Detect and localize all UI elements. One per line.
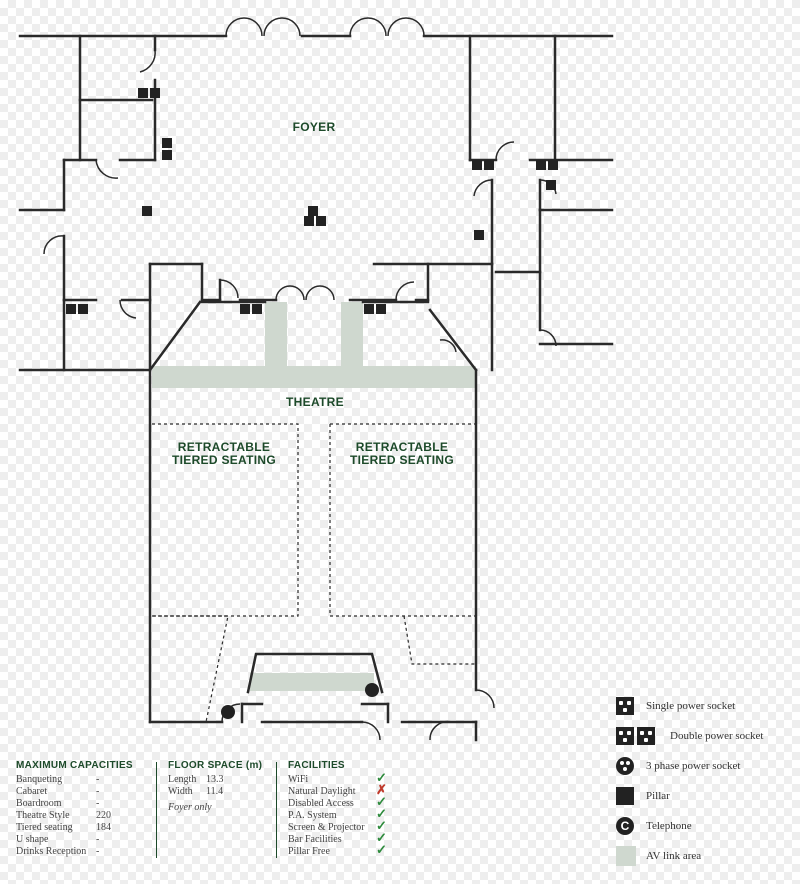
- room-label-seating-left: RETRACTABLE TIERED SEATING: [172, 440, 276, 467]
- double-socket: [66, 304, 88, 314]
- single-socket: [546, 180, 556, 190]
- legend-item: 3 phase power socket: [616, 756, 740, 776]
- facility-row: Screen & Projector✓: [288, 818, 387, 833]
- check-icon: ✓: [376, 806, 387, 821]
- capacity-row: U shape-: [16, 834, 100, 845]
- floor-note: Foyer only: [168, 802, 212, 813]
- walls: [18, 34, 614, 742]
- check-icon: ✓: [376, 818, 387, 833]
- legend-label: Pillar: [646, 790, 670, 802]
- double-socket: [240, 304, 262, 314]
- legend-label: Single power socket: [646, 700, 736, 712]
- check-icon: ✓: [376, 770, 387, 785]
- divider: [276, 762, 277, 858]
- check-icon: ✓: [376, 794, 387, 809]
- floor-space-title: FLOOR SPACE (m): [168, 760, 263, 771]
- double-socket: [536, 160, 558, 170]
- facility-row: P.A. System✓: [288, 806, 387, 821]
- legend-item: C Telephone: [616, 816, 692, 836]
- legend-item: Double power socket: [616, 726, 763, 746]
- room-label-seating-right: RETRACTABLE TIERED SEATING: [350, 440, 454, 467]
- double-socket: [364, 304, 386, 314]
- legend-item: AV link area: [616, 846, 701, 866]
- capacity-row: Cabaret-: [16, 786, 100, 797]
- divider: [156, 762, 157, 858]
- double-socket: [138, 88, 160, 98]
- capacity-row: Boardroom-: [16, 798, 100, 809]
- pillar: [142, 206, 152, 216]
- check-icon: ✓: [376, 830, 387, 845]
- capacity-row: Drinks Reception-: [16, 846, 100, 857]
- double-socket: [162, 138, 172, 160]
- capacities-panel: MAXIMUM CAPACITIES Banqueting- Cabaret- …: [16, 760, 146, 858]
- single-socket-icon: [616, 697, 634, 715]
- doors: [43, 17, 557, 741]
- double-socket: [472, 160, 494, 170]
- facility-row: Bar Facilities✓: [288, 830, 387, 845]
- telephone-icon: C: [616, 817, 634, 835]
- telephone: [365, 683, 379, 697]
- facility-row: Natural Daylight✗: [288, 782, 387, 797]
- facilities-panel: FACILITIES WiFi✓ Natural Daylight✗ Disab…: [288, 760, 398, 858]
- legend-label: AV link area: [646, 850, 702, 862]
- room-label-foyer: FOYER: [292, 120, 336, 134]
- legend-item: Pillar: [616, 786, 670, 806]
- facility-row: Disabled Access✓: [288, 794, 387, 809]
- cross-icon: ✗: [376, 782, 387, 797]
- pillar: [308, 206, 318, 216]
- three-phase-socket: [221, 705, 235, 719]
- av-link-icon: [616, 846, 636, 866]
- pillar: [474, 230, 484, 240]
- double-socket-icon: [616, 727, 634, 745]
- facility-row: WiFi✓: [288, 770, 387, 785]
- pillar-icon: [616, 787, 634, 805]
- double-socket: [304, 216, 326, 226]
- facilities-title: FACILITIES: [288, 760, 345, 771]
- legend-item: Single power socket: [616, 696, 735, 716]
- legend-label: Telephone: [646, 820, 692, 832]
- capacity-row: Banqueting-: [16, 774, 100, 785]
- fixtures: [66, 88, 558, 719]
- capacities-title: MAXIMUM CAPACITIES: [16, 760, 133, 771]
- three-phase-socket-icon: [616, 757, 634, 775]
- legend-label: Double power socket: [670, 730, 764, 742]
- check-icon: ✓: [376, 842, 387, 857]
- seating-outlines: [152, 423, 476, 723]
- facility-row: Pillar Free✓: [288, 842, 387, 857]
- room-label-theatre: THEATRE: [286, 395, 344, 409]
- legend-label: 3 phase power socket: [646, 760, 741, 772]
- av-link-areas: [152, 302, 476, 691]
